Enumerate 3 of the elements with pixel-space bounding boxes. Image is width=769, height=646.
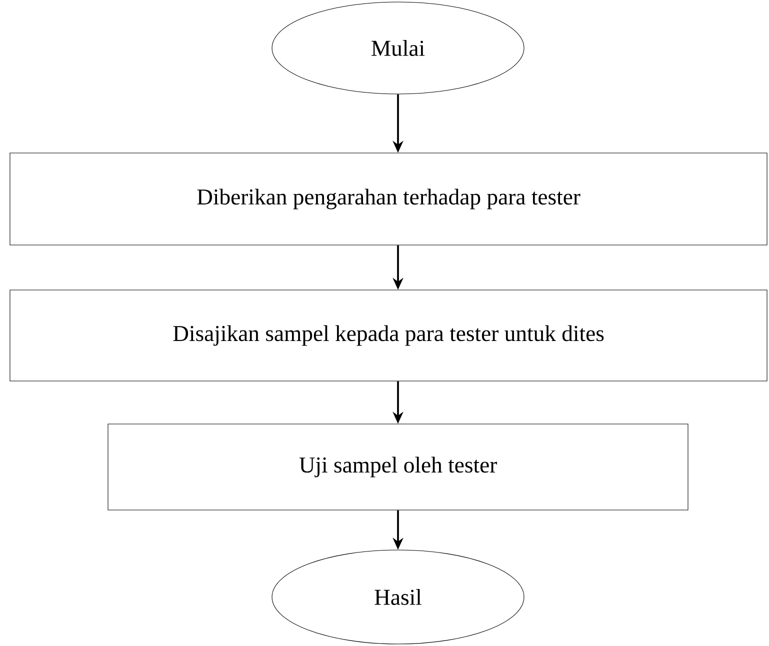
process-box: Disajikan sampel kepada para tester untuk dites <box>10 290 768 382</box>
process-box: Uji sampel oleh tester <box>108 424 688 510</box>
process-box: Diberikan pengarahan terhadap para tester <box>10 152 768 246</box>
